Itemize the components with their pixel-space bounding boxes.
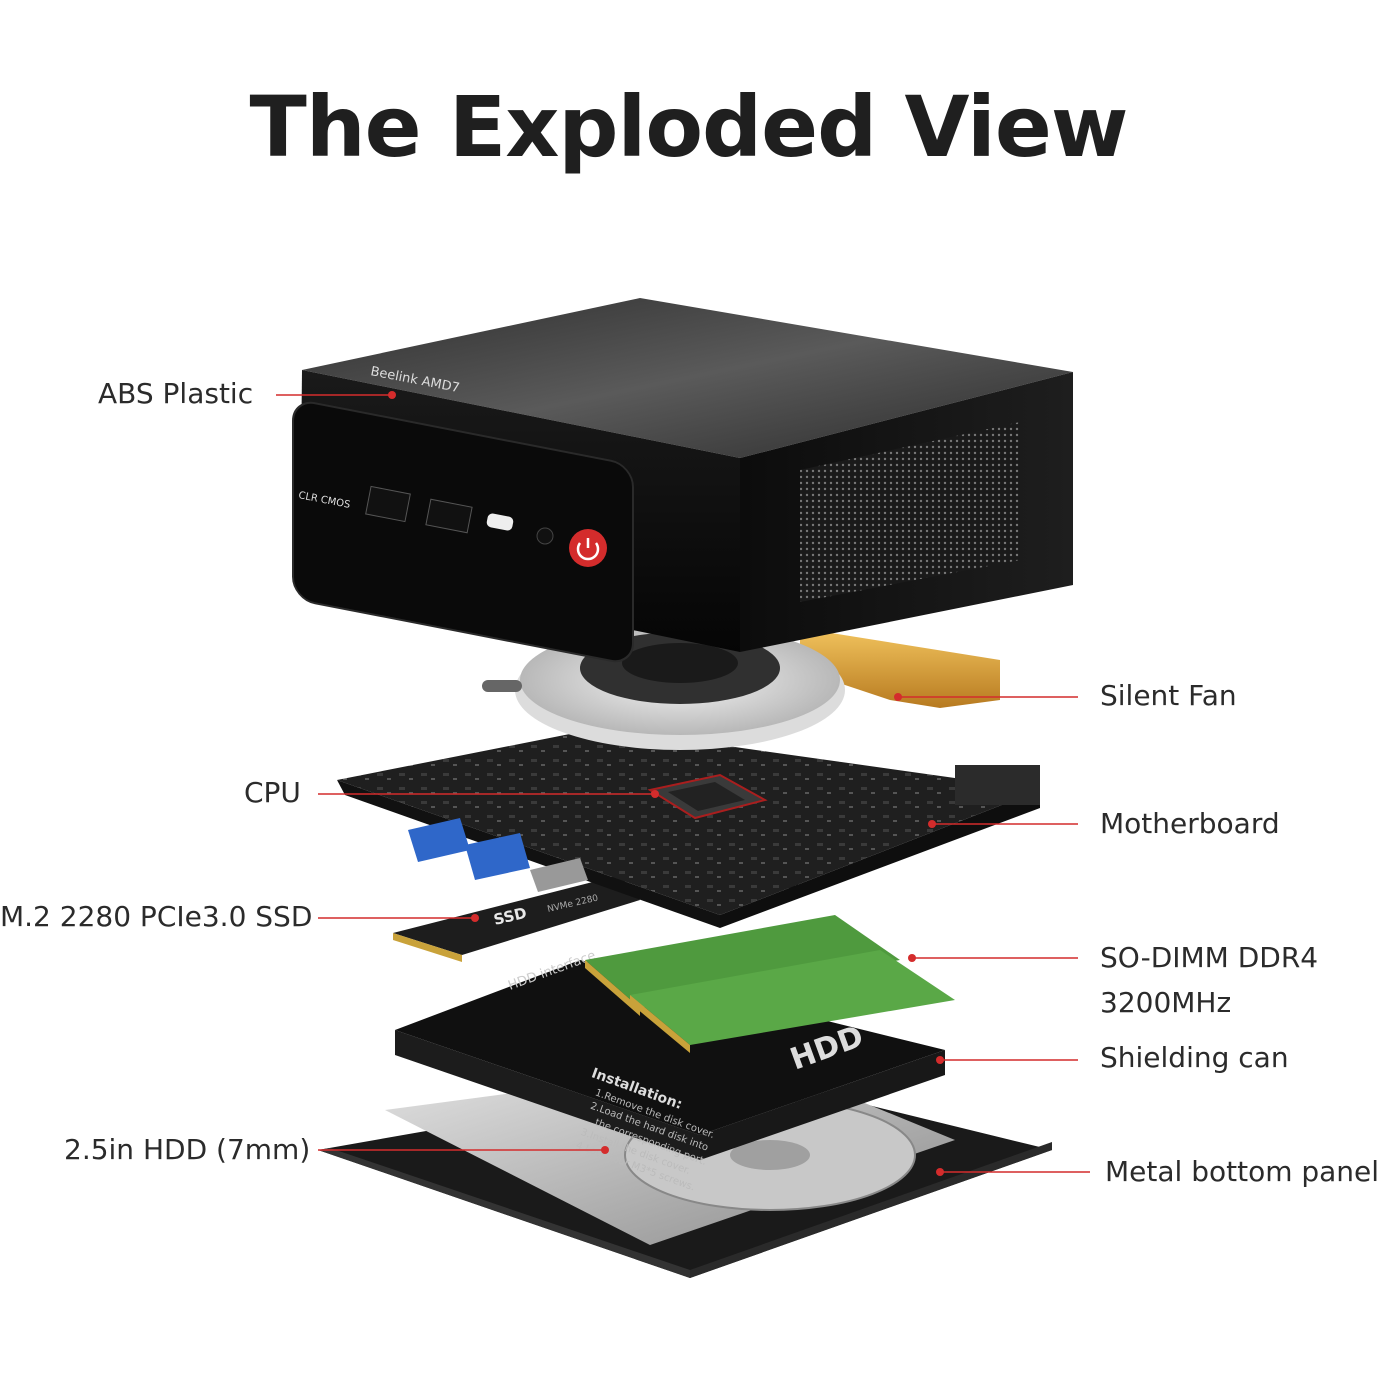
callout-dot-cpu <box>651 790 659 798</box>
callout-dot-hdd <box>601 1146 609 1154</box>
label-hdd: 2.5in HDD (7mm) <box>64 1133 311 1166</box>
page-title: The Exploded View <box>249 78 1129 176</box>
label-abs-plastic: ABS Plastic <box>98 377 254 410</box>
motherboard <box>337 728 1040 928</box>
label-metal-bottom-panel: Metal bottom panel <box>1105 1155 1377 1188</box>
shielding-can: HDD interface HDD Installation: 1.Remove… <box>395 948 945 1193</box>
callout-dot-abs <box>388 391 396 399</box>
case-shell: CLR CMOS Beelink AMD7 <box>292 298 1073 663</box>
label-ram-line1: SO-DIMM DDR4 <box>1100 941 1319 974</box>
callout-dot-fan <box>894 693 902 701</box>
label-motherboard: Motherboard <box>1100 807 1280 840</box>
callout-dot-motherboard <box>928 820 936 828</box>
audio-jack <box>536 527 554 545</box>
callout-dot-ssd <box>471 914 479 922</box>
label-ram-line2: 3200MHz <box>1100 986 1232 1019</box>
m2-ssd: SSD NVMe 2280 <box>393 875 640 962</box>
callout-lines <box>276 391 1090 1176</box>
usb-c-port <box>486 513 514 531</box>
label-shielding-can: Shielding can <box>1100 1041 1289 1074</box>
callout-dot-shielding <box>936 1056 944 1064</box>
label-silent-fan: Silent Fan <box>1100 679 1237 712</box>
callout-dot-ram <box>908 954 916 962</box>
callout-dot-bottom-panel <box>936 1168 944 1176</box>
label-cpu: CPU <box>244 776 301 809</box>
cpu-chip <box>647 773 768 820</box>
usb-port <box>425 498 473 534</box>
power-icon <box>576 538 600 561</box>
side-vent <box>800 422 1020 602</box>
usb-port <box>365 485 411 523</box>
label-ssd: M.2 2280 PCIe3.0 SSD <box>0 900 313 933</box>
